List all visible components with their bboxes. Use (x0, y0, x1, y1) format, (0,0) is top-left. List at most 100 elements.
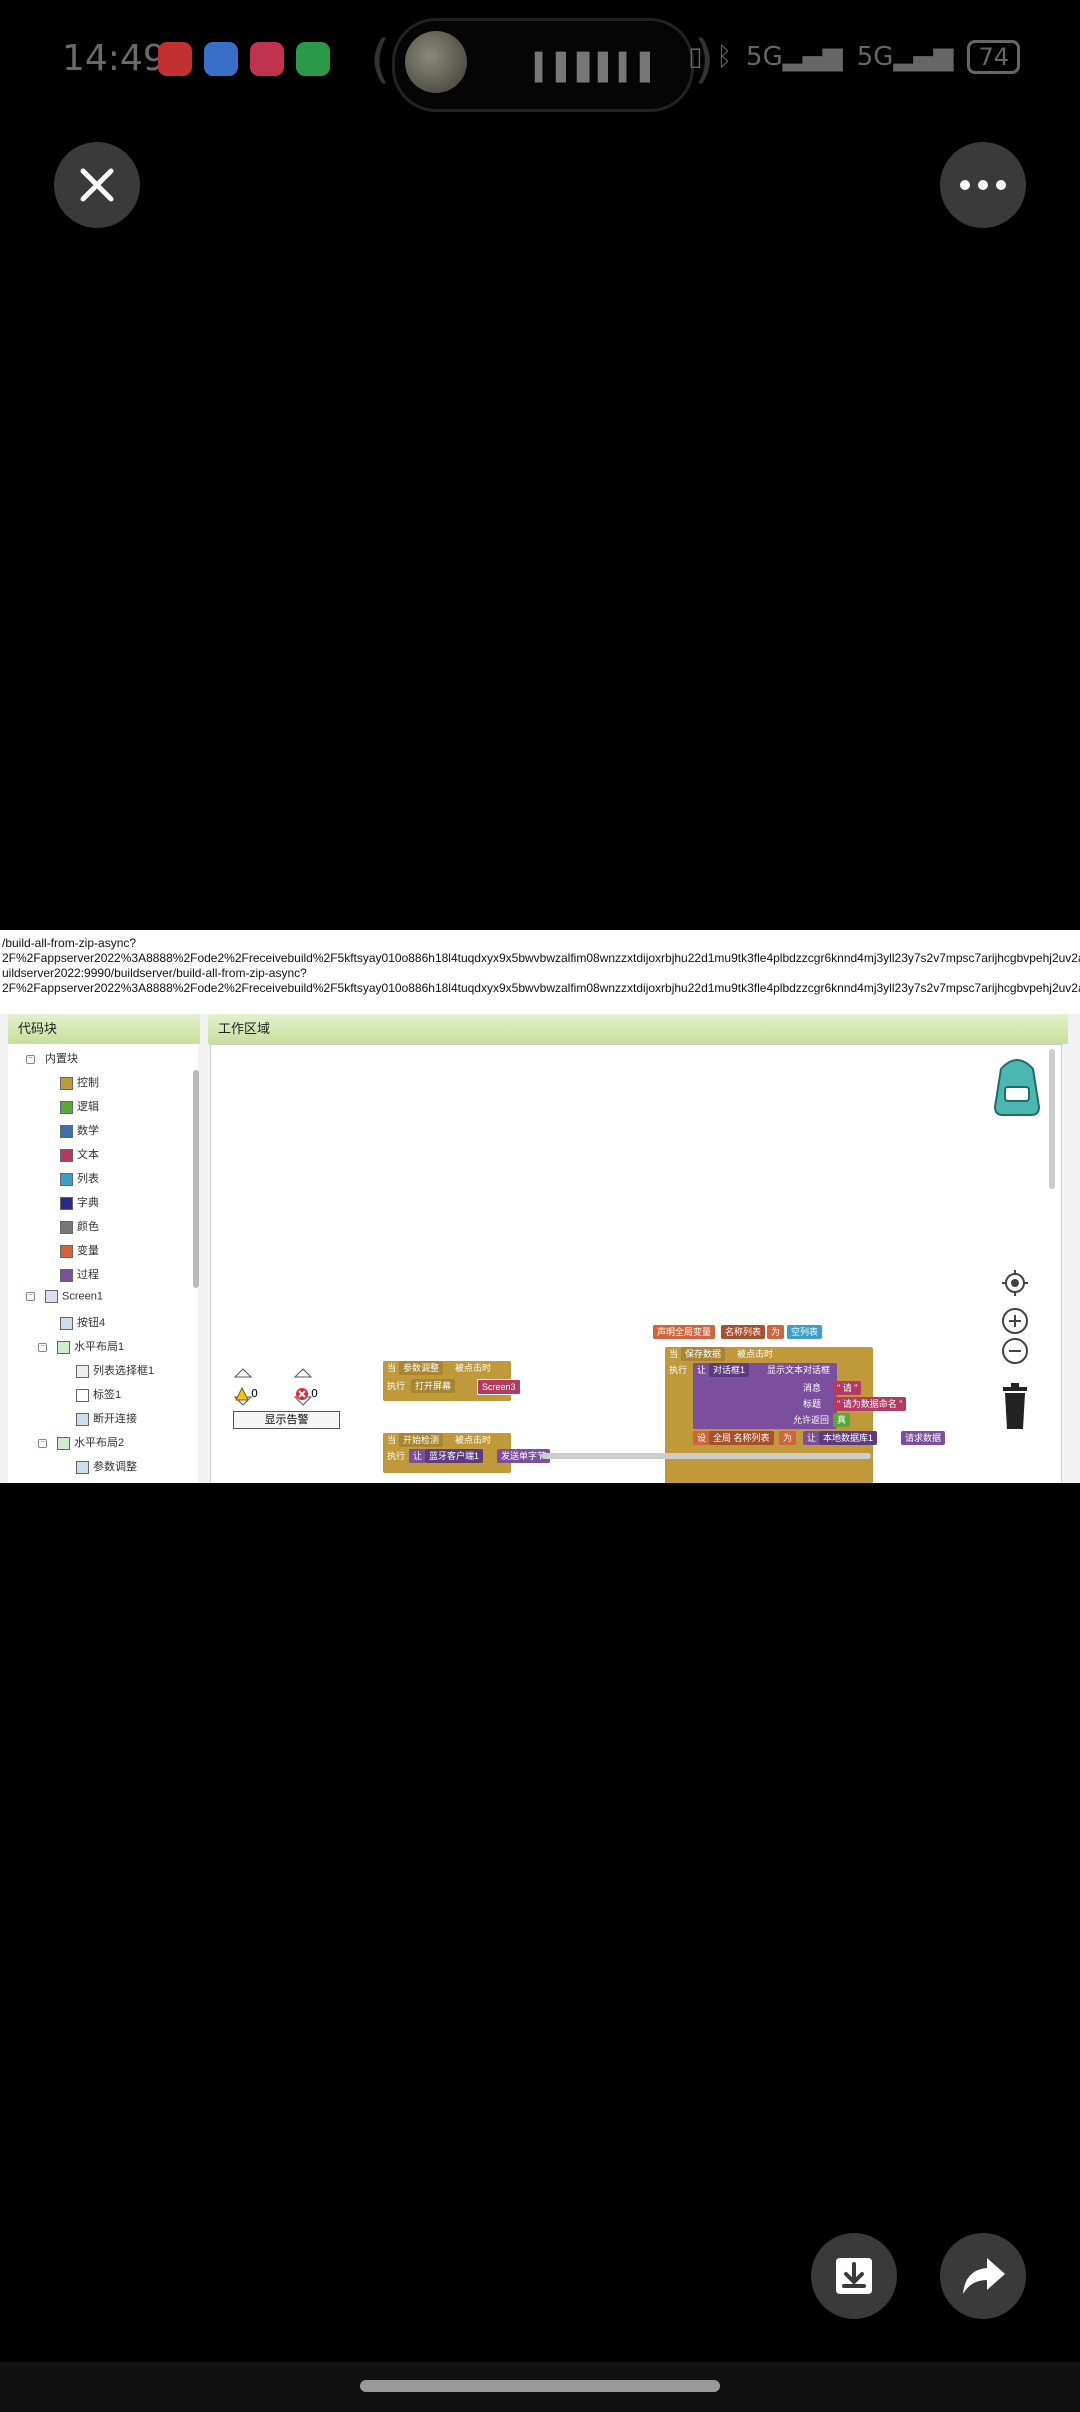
block-text: 让 (693, 1363, 711, 1377)
url-line: /build-all-from-zip-async? (2, 936, 137, 950)
block-text: 蓝牙客户端1 (425, 1449, 484, 1463)
close-button[interactable] (54, 142, 140, 228)
tree-item-screen1[interactable]: −Screen1 (26, 1290, 103, 1303)
system-icons: ▯ ᛒ 5G▂▄▆ 5G▂▄▆ 74 (688, 40, 1020, 74)
block-text: 对话框1 (709, 1363, 750, 1377)
share-icon (963, 2258, 1005, 2294)
block-text: Screen3 (477, 1379, 521, 1395)
workspace-hscrollbar[interactable] (541, 1453, 871, 1459)
download-icon (836, 2258, 872, 2294)
tree-item-button4[interactable]: 按钮4 (60, 1314, 105, 1330)
block-text[interactable]: 声明全局变量 (653, 1325, 716, 1339)
tree-item-hlayout2[interactable]: −水平布局2 (38, 1434, 124, 1450)
blocks-editor: 代码块 工作区域 −内置块 控制 逻辑 数学 文本 列表 字典 颜色 变量 过程… (0, 1014, 1080, 1483)
block-text: 显示文本对话框 (763, 1363, 835, 1377)
url-line: uildserver2022:9990/buildserver/build-al… (2, 966, 307, 980)
block-text: 允许返回 (789, 1413, 834, 1427)
block-text: 保存数据 (681, 1347, 726, 1361)
block-text: 执行 (383, 1379, 410, 1393)
block-text: 为 (767, 1325, 785, 1339)
tree-item-colors[interactable]: 颜色 (60, 1218, 99, 1234)
backpack-icon[interactable] (987, 1055, 1047, 1117)
app-notification-icon (158, 42, 192, 76)
block-text: 被点击时 (451, 1361, 496, 1375)
signal-icon: 5G▂▄▆ (856, 42, 954, 72)
trash-icon[interactable] (999, 1383, 1031, 1431)
errors-count: 0 (311, 1387, 318, 1400)
block-text: 为 (779, 1431, 797, 1445)
tree-item-label1[interactable]: 标签1 (76, 1386, 121, 1402)
warning-icon (235, 1387, 249, 1401)
recenter-icon[interactable] (1001, 1269, 1029, 1297)
island-bracket-left: ( (370, 30, 391, 90)
block-text: 标题 (799, 1397, 826, 1411)
tree-item-listpicker1[interactable]: 列表选择框1 (76, 1362, 154, 1378)
home-indicator[interactable] (360, 2380, 720, 2392)
tree-item-procedures[interactable]: 过程 (60, 1266, 99, 1282)
block-text: 名称列表 (721, 1325, 766, 1339)
tree-item-hlayout1[interactable]: −水平布局1 (38, 1338, 124, 1354)
tree-item-logic[interactable]: 逻辑 (60, 1098, 99, 1114)
blocks-panel-header: 代码块 (8, 1014, 200, 1044)
block-text: 当 (383, 1433, 401, 1447)
block-text: 空列表 (787, 1325, 823, 1339)
clock: 14:49 (62, 38, 166, 79)
block-text: 执行 (665, 1363, 692, 1377)
tree-item-lists[interactable]: 列表 (60, 1170, 99, 1186)
tree-item-disconnect[interactable]: 断开连接 (76, 1410, 137, 1426)
app-notification-icon (296, 42, 330, 76)
tree-item-text[interactable]: 文本 (60, 1146, 99, 1162)
block-text: 设 (693, 1431, 711, 1445)
tree-item-control[interactable]: 控制 (60, 1074, 99, 1090)
close-icon (80, 168, 114, 202)
block-text: 打开屏幕 (411, 1379, 456, 1393)
tree-item-math[interactable]: 数学 (60, 1122, 99, 1138)
block-text: 执行 (383, 1449, 410, 1463)
show-warnings-button[interactable]: 显示告警 (233, 1411, 340, 1429)
vibrate-icon: ▯ (688, 42, 703, 72)
tree-scrollbar[interactable] (193, 1070, 199, 1288)
app-notification-icon (250, 42, 284, 76)
block-text: 被点击时 (451, 1433, 496, 1447)
block-text: 全局 名称列表 (709, 1431, 774, 1445)
block-text: 被点击时 (733, 1347, 778, 1361)
block-text: 请求数据 (901, 1431, 946, 1445)
url-line: 2F%2Fappserver2022%3A8888%2Fode2%2Frecei… (2, 951, 1080, 965)
media-thumbnail (405, 31, 467, 93)
block-text: 当 (665, 1347, 683, 1361)
more-icon (960, 180, 1006, 190)
tree-item-builtin[interactable]: −内置块 (26, 1050, 78, 1066)
zoom-in-icon[interactable] (1001, 1307, 1029, 1335)
warnings-count: 0 (251, 1387, 258, 1400)
block-text: 让 (409, 1449, 427, 1463)
tree-item-variables[interactable]: 变量 (60, 1242, 99, 1258)
bluetooth-icon: ᛒ (716, 42, 733, 72)
workspace[interactable]: 0 0 显示告警 当 参数调整 被点击时 执行 打开屏幕 Screen3 当 开… (210, 1044, 1062, 1483)
audio-wave-icon: ▍▌▋▌▍▌ (535, 53, 661, 83)
more-options-button[interactable] (940, 142, 1026, 228)
block-text: 参数调整 (399, 1361, 444, 1375)
block-text: " 请为数据命名 " (833, 1397, 907, 1411)
block-text: 真 (833, 1413, 851, 1427)
battery-icon: 74 (967, 40, 1020, 74)
block-text: 让 (803, 1431, 821, 1445)
tree-item-param-adjust[interactable]: 参数调整 (76, 1458, 137, 1474)
blocks-tree: −内置块 控制 逻辑 数学 文本 列表 字典 颜色 变量 过程 −Screen1… (8, 1044, 199, 1483)
block-text: 发送单字节 (497, 1449, 551, 1463)
url-line: 2F%2Fappserver2022%3A8888%2Fode2%2Frecei… (2, 981, 1080, 995)
download-button[interactable] (811, 2233, 897, 2319)
block-text: " 请 " (833, 1381, 862, 1395)
tree-item-dictionary[interactable]: 字典 (60, 1194, 99, 1210)
block-text: 当 (383, 1361, 401, 1375)
block-text: 本地数据库1 (819, 1431, 878, 1445)
workspace-scrollbar[interactable] (1049, 1049, 1055, 1189)
app-notification-icon (204, 42, 238, 76)
block-text: 消息 (799, 1381, 826, 1395)
dynamic-island[interactable]: ▍▌▋▌▍▌ (392, 18, 694, 112)
viewed-image[interactable]: /build-all-from-zip-async? 2F%2Fappserve… (0, 930, 1080, 1483)
block-text: 开始检测 (399, 1433, 444, 1447)
signal-icon: 5G▂▄▆ (746, 42, 843, 72)
island-bracket-right: ) (694, 30, 715, 90)
share-button[interactable] (940, 2233, 1026, 2319)
zoom-out-icon[interactable] (1001, 1337, 1029, 1365)
